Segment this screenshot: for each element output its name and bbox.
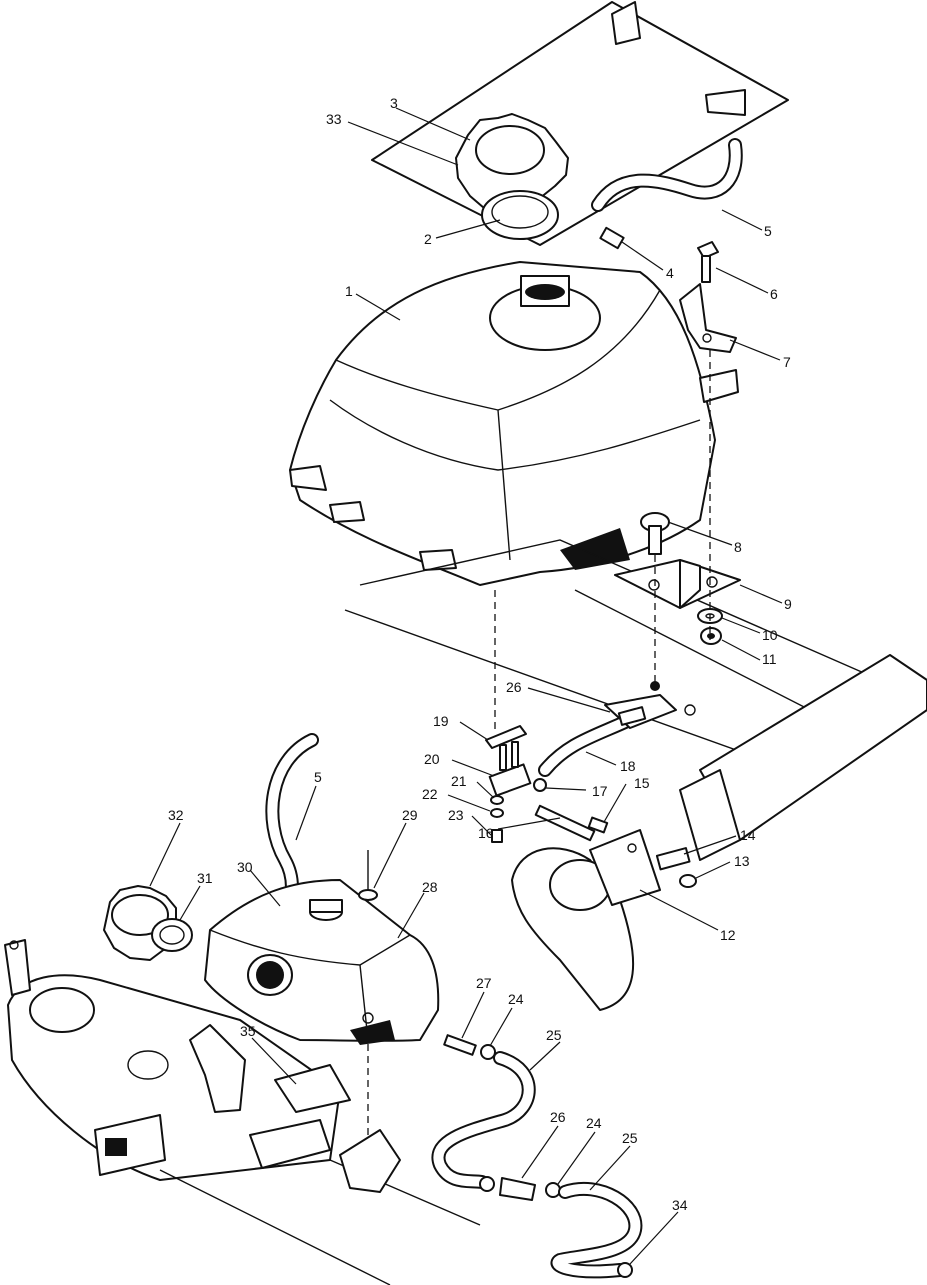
- part-16-filter: [534, 804, 596, 842]
- part-17-clamp: [533, 778, 547, 792]
- rear-mount-tab: [339, 1129, 401, 1193]
- callout-5-lower: 5: [314, 769, 322, 785]
- callout-25-upper: 25: [546, 1027, 562, 1043]
- part-2-cap-gasket: [481, 190, 559, 240]
- part-24-clamp-upper: [480, 1044, 496, 1060]
- callout-21: 21: [451, 773, 467, 789]
- callout-labels: 1 2 3 4 5 5 6 7 8 9 10 11 12 13 14 15 16…: [168, 95, 792, 1213]
- callout-30: 30: [237, 859, 253, 875]
- part-34-clamp: [617, 1262, 633, 1278]
- callout-34: 34: [672, 1197, 688, 1213]
- callout-2: 2: [424, 231, 432, 247]
- part-24-clamp-mid-right: [545, 1182, 561, 1198]
- part-6-bolt: [697, 241, 719, 283]
- part-28-auxiliary-tank: [204, 879, 440, 1045]
- callout-20: 20: [424, 751, 440, 767]
- part-14-spacer: [655, 847, 691, 871]
- callout-10: 10: [762, 627, 778, 643]
- callout-24-upper: 24: [508, 991, 524, 1007]
- part-7-bracket: [679, 283, 737, 353]
- callout-11: 11: [762, 651, 777, 667]
- callout-31: 31: [197, 870, 213, 886]
- callout-33: 33: [326, 111, 342, 127]
- callout-4: 4: [666, 265, 674, 281]
- part-1-fuel-tank: [289, 261, 739, 586]
- callout-19: 19: [433, 713, 449, 729]
- callout-25-lower: 25: [622, 1130, 638, 1146]
- callout-6: 6: [770, 286, 778, 302]
- callout-9: 9: [784, 596, 792, 612]
- callout-35: 35: [240, 1023, 256, 1039]
- callout-1: 1: [345, 283, 353, 299]
- callout-26-lower: 26: [550, 1109, 566, 1125]
- callout-22: 22: [422, 786, 438, 802]
- assembly-center-lines: [367, 350, 711, 1180]
- callout-18: 18: [620, 758, 636, 774]
- callout-28: 28: [422, 879, 438, 895]
- part-9-bracket: [614, 559, 741, 609]
- callout-26-top: 26: [506, 679, 522, 695]
- callout-16: 16: [478, 825, 494, 841]
- callout-13: 13: [734, 853, 750, 869]
- part-35-pad: [274, 1064, 351, 1113]
- callout-12: 12: [720, 927, 736, 943]
- frame-hole: [650, 681, 660, 691]
- mount-tab: [189, 1024, 246, 1113]
- part-15-spring: [587, 816, 609, 834]
- lower-frame: [4, 939, 481, 1285]
- callout-3: 3: [390, 95, 398, 111]
- callout-14: 14: [740, 827, 756, 843]
- part-8-bolt: [640, 512, 670, 555]
- part-29-vent: [358, 850, 378, 901]
- callout-17: 17: [592, 783, 608, 799]
- part-26-in-line-filter-lower: [499, 1177, 536, 1201]
- leader-lines: [149, 107, 783, 1265]
- callout-15: 15: [634, 775, 650, 791]
- part-20-fuel-valve: [488, 741, 532, 797]
- part-31-aux-gasket: [151, 918, 193, 952]
- part-13-bolt: [679, 874, 697, 888]
- callout-29: 29: [402, 807, 418, 823]
- callout-24-lower: 24: [586, 1115, 602, 1131]
- part-24-clamp-mid-left: [479, 1176, 495, 1192]
- part-26-in-line-filter-top: [604, 694, 677, 729]
- frame-hole: [684, 704, 696, 716]
- part-25-hose-upper: [431, 1051, 536, 1189]
- part-5-vent-hose-top: [591, 138, 743, 212]
- part-33-shield-plate: [371, 1, 789, 246]
- callout-27: 27: [476, 975, 492, 991]
- part-25-hose-lower: [550, 1181, 643, 1279]
- part-11-nut: [700, 627, 722, 645]
- part-4-elbow-fitting: [599, 226, 625, 250]
- callout-5-top: 5: [764, 223, 772, 239]
- frame-rails: [344, 539, 927, 861]
- part-22-washer: [490, 808, 504, 818]
- callout-8: 8: [734, 539, 742, 555]
- callout-7: 7: [783, 354, 791, 370]
- callout-32: 32: [168, 807, 184, 823]
- part-19-valve-plate: [485, 725, 527, 749]
- callout-23: 23: [448, 807, 464, 823]
- part-12-mount-bracket: [511, 829, 661, 1011]
- part-27-fitting: [443, 1034, 477, 1056]
